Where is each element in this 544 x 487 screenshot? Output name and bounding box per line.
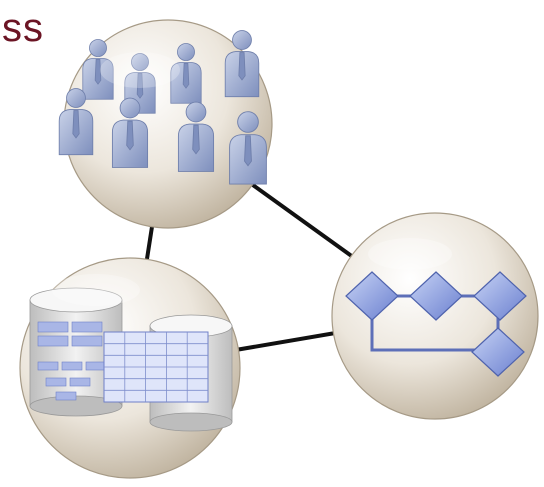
people-node [58, 19, 273, 229]
flow-diamond [345, 271, 399, 321]
data-sphere-highlight [52, 274, 140, 306]
people-sphere-highlight [100, 52, 180, 88]
database-icon [29, 287, 233, 432]
process-flow-icon [345, 271, 527, 377]
database-cylinder [29, 287, 123, 417]
flow-diamond [473, 271, 527, 321]
process-sphere-highlight [368, 238, 452, 270]
flow-diamond [409, 271, 463, 321]
data-node [19, 257, 241, 479]
title-fragment: ss [2, 6, 44, 50]
process-node [331, 212, 539, 420]
data-table-grid [103, 331, 209, 403]
flow-diamond [471, 327, 525, 377]
